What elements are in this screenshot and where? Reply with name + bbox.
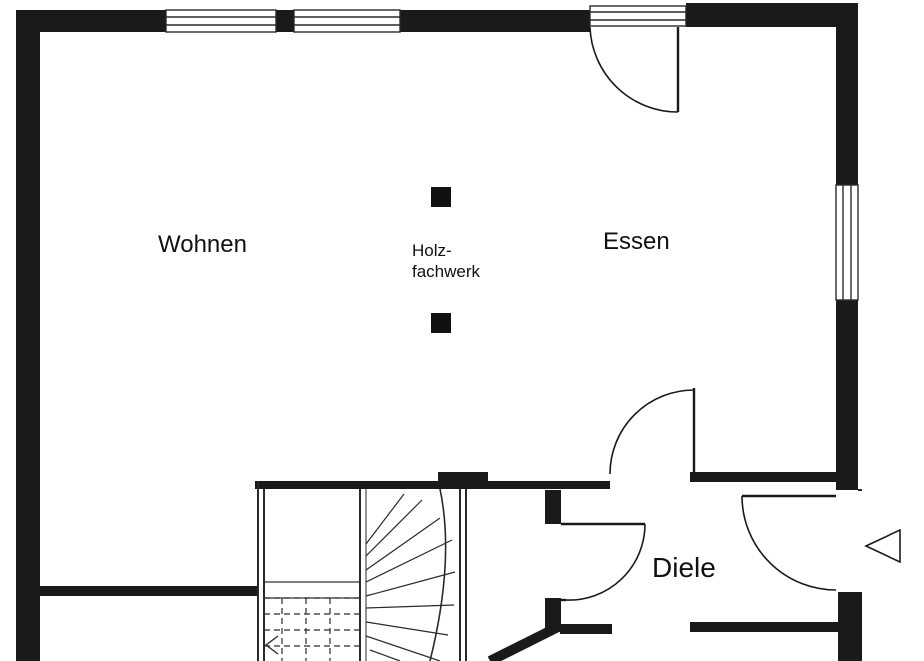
wall-top-mid2 [400,10,590,32]
wall-bottom-mid [560,624,612,634]
staircase [359,488,456,661]
room-label-wohnen: Wohnen [158,231,247,258]
wall-left-horizontal [40,586,258,596]
door-top-right [589,26,680,113]
doors [561,26,837,602]
windows [165,5,859,301]
wall-left [16,10,40,661]
window-top-3 [589,5,687,27]
wall-right-lower [836,300,858,490]
stair-direction-arrow-icon [264,635,279,655]
wall-top-right [686,3,858,27]
stair-landing [263,581,361,599]
wall-diele-bottom-right [690,622,840,632]
stair-lower-run [264,597,360,661]
thin-walls [257,481,862,661]
room-label-essen: Essen [603,228,670,255]
wall-diele-top [690,472,840,482]
wall-right-bottom [838,592,862,661]
exterior-walls [16,3,862,661]
door-diele-upper-left [561,522,646,601]
wall-stair-top [255,481,610,489]
window-right [835,184,859,301]
wall-diagonal [487,621,563,661]
wall-chimney [438,472,488,488]
interior-walls [40,472,840,634]
entrance-triangle-icon [864,528,901,564]
structure-note-line1: Holz- [412,241,452,260]
door-essen-diele [609,388,696,475]
door-entrance [741,494,837,591]
window-top-1 [165,9,277,33]
structure-note-line2: fachwerk [412,262,481,281]
window-top-2 [293,9,401,33]
wall-stub-upper [545,490,561,524]
wall-top-left [16,10,166,32]
timber-post-upper [431,187,451,207]
timber-post-lower [431,313,451,333]
room-label-diele: Diele [652,552,716,583]
wall-right-upper [836,3,858,185]
wall-top-mid1 [276,10,294,32]
